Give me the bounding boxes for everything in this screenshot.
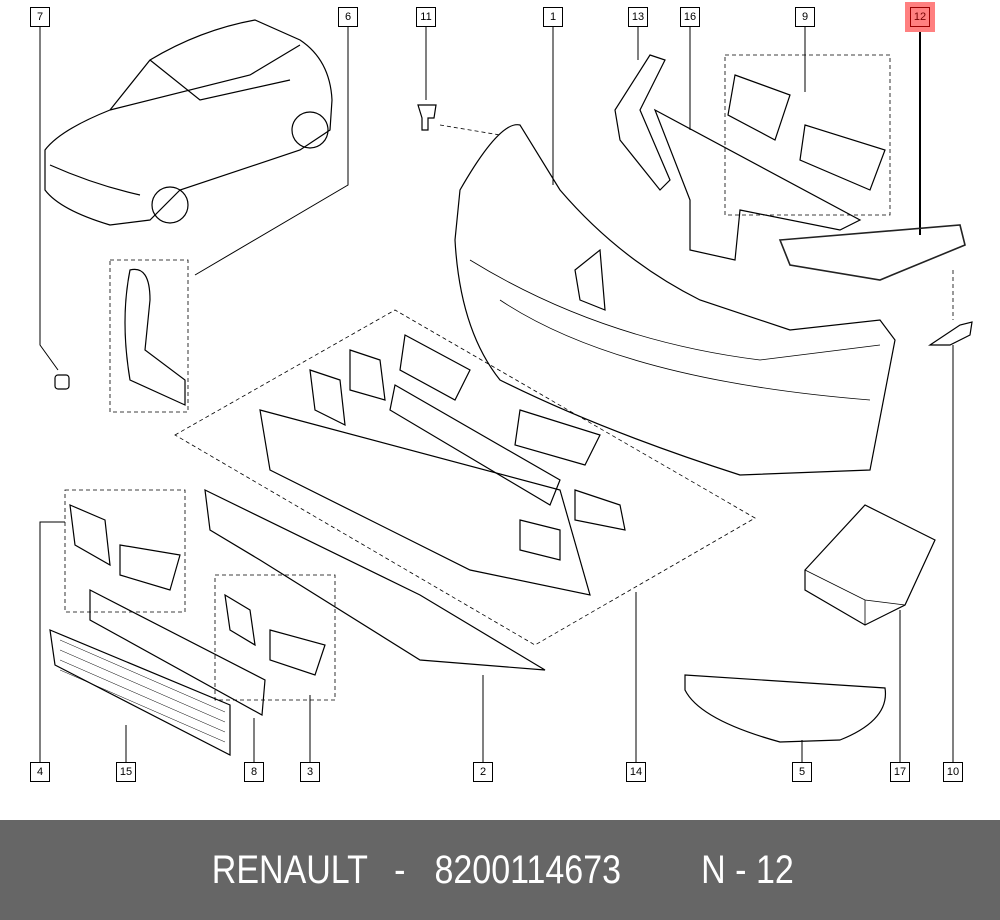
part-16-carrier	[653, 108, 862, 261]
exploded-view-drawing	[39, 19, 973, 762]
part-info-footer: RENAULT - 8200114673 N - 12	[0, 820, 1000, 920]
part-5-spoiler	[684, 674, 887, 743]
part-7-cap	[54, 374, 70, 390]
callout-15[interactable]: 15	[116, 762, 136, 782]
callout-5[interactable]: 5	[792, 762, 812, 782]
part-4-grille-right	[119, 544, 181, 591]
callout-11[interactable]: 11	[416, 7, 436, 27]
position-code: N - 12	[700, 847, 794, 892]
part-13-bracket	[614, 54, 671, 191]
part-2-lower-absorber	[204, 488, 546, 671]
leader-lines	[39, 27, 954, 762]
brand-name: RENAULT	[212, 847, 369, 892]
part-9-grille-left	[727, 74, 791, 141]
part-17-fixing-kit	[804, 504, 936, 626]
part-12-upper-beam	[778, 224, 966, 281]
part-number: 8200114673	[434, 847, 621, 892]
part-3-fog-cover-right	[269, 629, 326, 676]
callout-12-highlighted[interactable]: 12	[910, 7, 930, 27]
callout-4[interactable]: 4	[30, 762, 50, 782]
part-4-grille-left	[69, 504, 111, 567]
separator: -	[384, 847, 415, 892]
part-14-absorber	[259, 409, 591, 596]
part-15-lower-grille	[49, 629, 231, 756]
spacer	[641, 848, 688, 893]
part-6-side-bracket	[124, 268, 186, 406]
group-outlines	[64, 54, 954, 701]
callout-2[interactable]: 2	[473, 762, 493, 782]
part-3-fog-cover-left	[224, 593, 256, 647]
car-illustration	[44, 19, 333, 226]
part-1-front-bumper	[454, 124, 896, 476]
callout-8[interactable]: 8	[244, 762, 264, 782]
callout-9[interactable]: 9	[795, 7, 815, 27]
part-10-rivet	[928, 321, 973, 346]
part-11-clip	[417, 104, 437, 131]
callout-1[interactable]: 1	[543, 7, 563, 27]
part-8-grille-frame	[89, 589, 266, 716]
part-9-grille-right	[799, 124, 886, 191]
callout-6[interactable]: 6	[338, 7, 358, 27]
part-14-grille	[389, 384, 561, 506]
callout-3[interactable]: 3	[300, 762, 320, 782]
callout-17[interactable]: 17	[890, 762, 910, 782]
callout-10[interactable]: 10	[943, 762, 963, 782]
callout-7[interactable]: 7	[30, 7, 50, 27]
parts-diagram: 7 6 11 1 13 16 9 12 4 15 8 3 2 14 5 17 1…	[30, 7, 973, 782]
callout-13[interactable]: 13	[628, 7, 648, 27]
callout-16[interactable]: 16	[680, 7, 700, 27]
callout-14[interactable]: 14	[626, 762, 646, 782]
